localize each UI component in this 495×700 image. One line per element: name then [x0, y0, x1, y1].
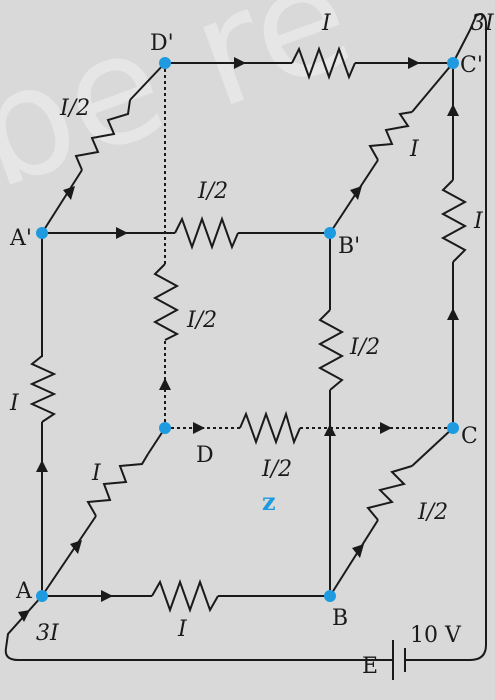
current-B1-C1: I	[409, 137, 420, 162]
node-B	[324, 590, 336, 602]
arrow-D-D1	[159, 378, 171, 390]
resistor-D-D1	[152, 263, 180, 341]
node-A	[36, 590, 48, 602]
label-node-A: A	[15, 579, 33, 604]
arrow-B-B1	[324, 424, 336, 436]
resistor-C-C1	[440, 179, 468, 263]
wire-B-C	[329, 427, 454, 597]
battery-symbol	[392, 640, 406, 680]
arrow-D-C-1	[193, 422, 205, 434]
current-A1-D1: I/2	[59, 96, 90, 121]
label-node-C: C	[461, 424, 478, 449]
wire-A1-D1	[41, 62, 166, 234]
current-A-D: I	[91, 461, 102, 486]
label-node-B: B	[332, 606, 348, 631]
resistor-D-C	[239, 410, 301, 445]
current-A-B: I	[177, 617, 188, 642]
arrow-B-C	[352, 544, 364, 558]
node-C	[447, 422, 459, 434]
current-D-C: I/2	[261, 457, 292, 482]
current-B-B1: I/2	[349, 335, 380, 360]
node-C1	[447, 57, 459, 69]
wire-B1-C1	[329, 62, 454, 234]
node-D1	[159, 57, 171, 69]
resistor-D1-C1	[291, 46, 356, 80]
resistor-A-B	[151, 579, 219, 613]
arrow-A-D	[70, 540, 82, 554]
resistor-B-B1	[317, 309, 345, 391]
current-source-in: 3I	[36, 621, 60, 646]
label-node-D1: D'	[150, 31, 174, 56]
arrow-source-in	[18, 610, 30, 622]
arrow-B1-C1	[350, 186, 362, 200]
current-A1-B1: I/2	[197, 179, 228, 204]
label-node-B1: B'	[338, 234, 360, 259]
label-node-A1: A'	[9, 226, 32, 251]
label-node-D: D	[196, 443, 214, 468]
z-axis-label: z	[262, 487, 276, 516]
arrow-D1-C1-1	[234, 57, 246, 69]
current-D-D1: I/2	[186, 308, 217, 333]
arrow-D-C-2	[380, 422, 392, 434]
battery-voltage-label: 10 V	[410, 623, 462, 648]
current-C-C1: I	[473, 209, 484, 234]
label-node-C1: C'	[460, 53, 483, 78]
arrow-C-C1-2	[447, 104, 459, 116]
arrow-A-B	[101, 590, 113, 602]
arrow-C-C1-1	[447, 308, 459, 320]
resistor-A-A1	[29, 355, 57, 423]
arrow-A1-D1	[63, 186, 75, 200]
current-A-A1: I	[9, 391, 20, 416]
node-A1	[36, 227, 48, 239]
resistor-A-D	[86, 453, 149, 517]
resistor-A1-D1	[74, 99, 131, 171]
wire-A-D	[41, 427, 166, 597]
arrow-D1-C1-2	[408, 57, 420, 69]
current-B-C: I/2	[417, 500, 448, 525]
arrow-A1-B1	[116, 227, 128, 239]
resistor-B1-C1	[368, 111, 413, 161]
watermark: be re	[0, 0, 372, 223]
node-B1	[324, 227, 336, 239]
node-D	[159, 422, 171, 434]
current-D1-C1: I	[321, 11, 332, 36]
arrow-A-A1	[36, 460, 48, 472]
label-node-E: E	[362, 654, 378, 679]
current-source-out: 3I	[471, 11, 495, 36]
resistor-B-C	[366, 465, 413, 521]
external-loop-wire	[4, 13, 487, 661]
resistor-A1-B1	[174, 216, 239, 250]
